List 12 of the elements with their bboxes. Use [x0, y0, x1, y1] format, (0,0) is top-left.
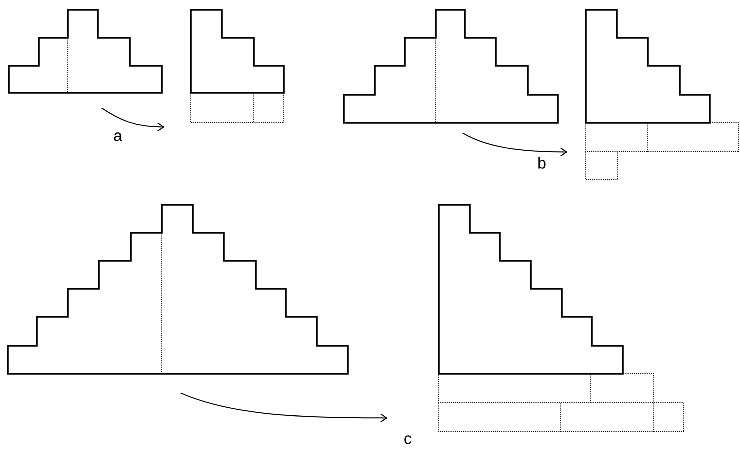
staircase-drawing: [7, 204, 349, 375]
curved-arrow: [462, 132, 568, 157]
staircase-drawing: [585, 9, 740, 180]
staircase-drawing: [8, 9, 163, 94]
staircase-drawing: [343, 9, 559, 124]
staircase-drawing: [190, 9, 285, 124]
staircase-drawing: [438, 204, 684, 432]
edge-label: b: [536, 156, 548, 170]
curved-arrow: [101, 108, 165, 132]
edge-label: a: [112, 132, 124, 142]
curved-arrow: [180, 392, 388, 423]
edge-label: c: [403, 434, 413, 446]
